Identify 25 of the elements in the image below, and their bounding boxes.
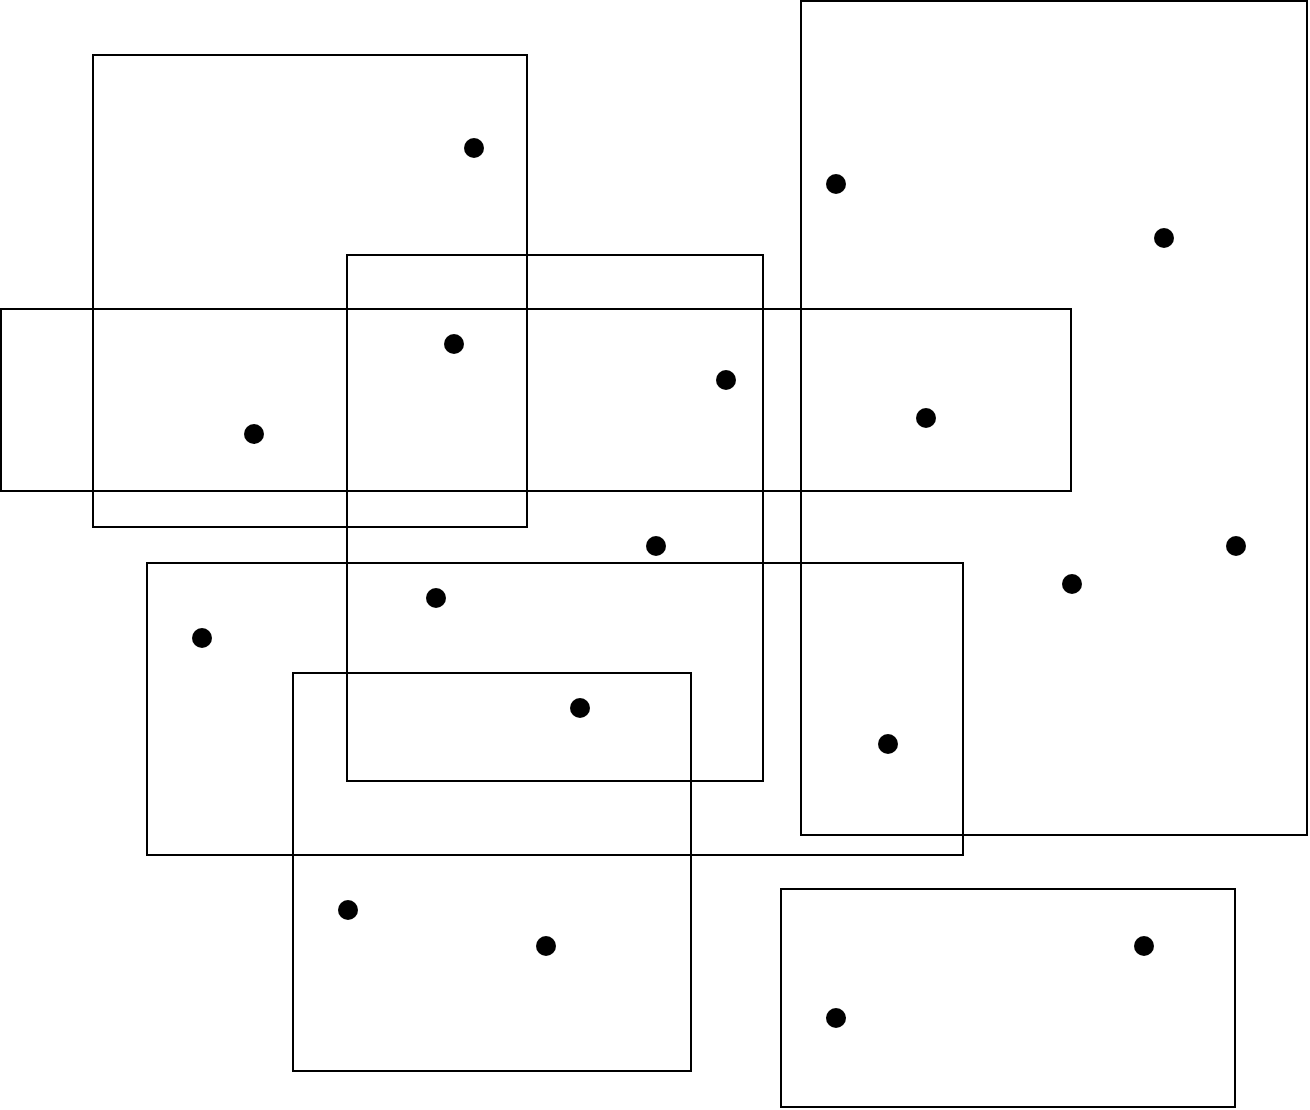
dot-marker: [426, 588, 446, 608]
dot-marker: [916, 408, 936, 428]
dot-marker: [464, 138, 484, 158]
dot-marker: [570, 698, 590, 718]
dot-marker: [1134, 936, 1154, 956]
dot-marker: [716, 370, 736, 390]
dot-marker: [338, 900, 358, 920]
dot-marker: [878, 734, 898, 754]
outline-rectangle: [146, 562, 964, 856]
dot-marker: [536, 936, 556, 956]
dot-marker: [192, 628, 212, 648]
dot-marker: [1154, 228, 1174, 248]
dot-marker: [444, 334, 464, 354]
outline-rectangle: [780, 888, 1236, 1108]
outline-rectangle: [800, 0, 1308, 836]
outline-rectangle: [292, 672, 692, 1072]
dot-marker: [244, 424, 264, 444]
dot-marker: [646, 536, 666, 556]
dot-marker: [826, 1008, 846, 1028]
outline-rectangle: [92, 54, 528, 528]
dot-marker: [1062, 574, 1082, 594]
outline-rectangle: [0, 308, 1072, 492]
dot-marker: [826, 174, 846, 194]
dot-marker: [1226, 536, 1246, 556]
outline-rectangle: [346, 254, 764, 782]
